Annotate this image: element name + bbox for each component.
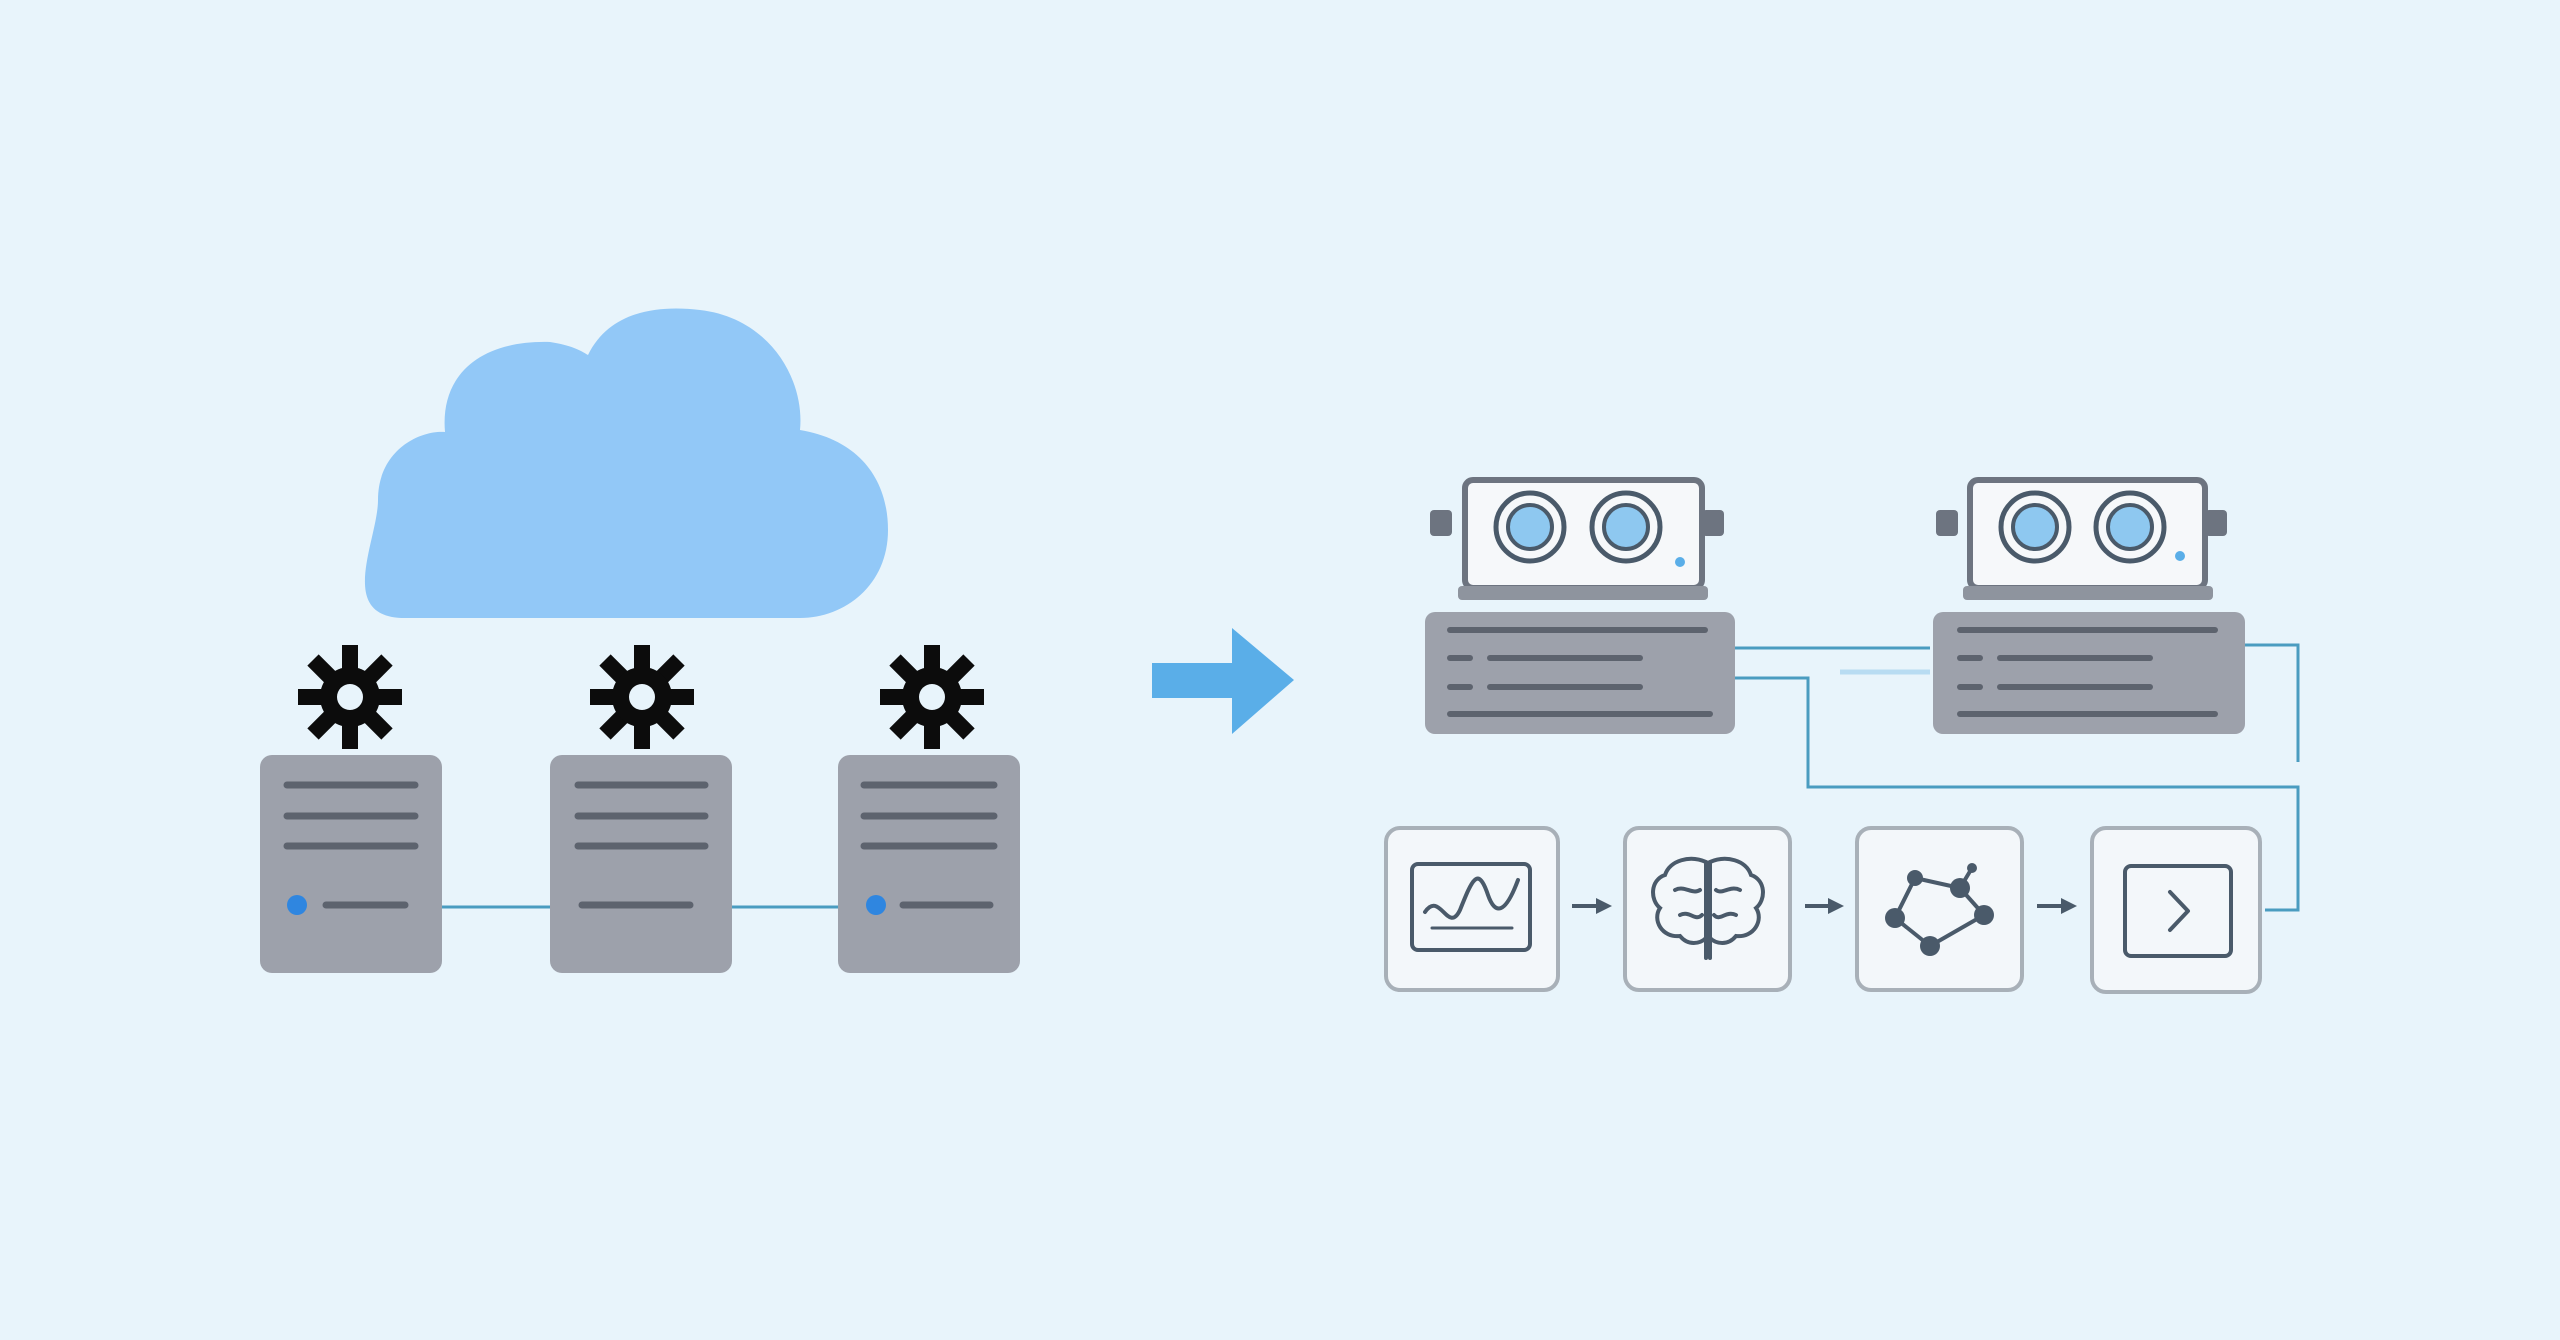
gpu-unit-1	[1425, 477, 1735, 734]
stage-model	[1623, 826, 1792, 992]
terminal-icon	[2123, 864, 2233, 958]
status-led	[287, 895, 307, 915]
server-2	[550, 755, 732, 973]
rack-server	[1933, 612, 2245, 734]
gpu-card-icon	[1936, 477, 2227, 600]
rack-server	[1425, 612, 1735, 734]
stage-graph	[1855, 826, 2024, 992]
brain-icon	[1651, 856, 1765, 960]
waveform-icon	[1410, 862, 1532, 952]
gear-icon	[298, 645, 402, 749]
cloud-icon	[364, 308, 889, 618]
arrow-right-icon	[1152, 628, 1294, 734]
status-led	[866, 895, 886, 915]
server-1	[260, 755, 442, 973]
gpu-card-icon	[1430, 477, 1724, 600]
flow-arrow-icon	[1572, 898, 1612, 914]
server-3	[838, 755, 1020, 973]
gear-icon	[590, 645, 694, 749]
flow-arrow-icon	[2037, 898, 2077, 914]
stage-signal	[1384, 826, 1560, 992]
network-graph-icon	[1885, 863, 1994, 956]
gpu-unit-2	[1933, 477, 2245, 734]
flow-arrow-icon	[1805, 898, 1844, 914]
stage-output	[2090, 826, 2262, 994]
pipeline-connectors	[1735, 643, 2300, 912]
gear-icon	[880, 645, 984, 749]
